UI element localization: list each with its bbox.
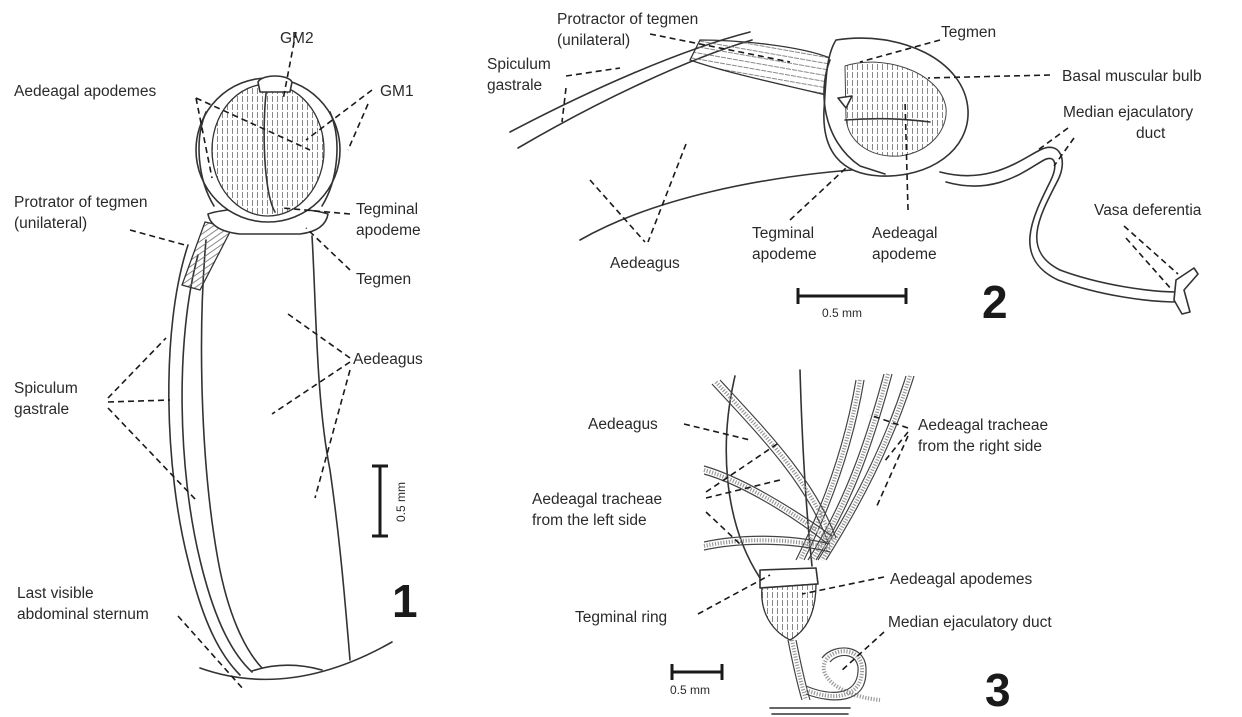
label-last-sternum-line1: Last visible bbox=[17, 585, 94, 602]
label2-protractor-line1: Protractor of tegmen bbox=[557, 11, 698, 28]
label2-tegminal-apodeme-line1: Tegminal bbox=[752, 225, 814, 242]
vasa-deferentia-tip bbox=[1174, 268, 1198, 314]
scale-bar-2: 0.5 mm bbox=[798, 288, 906, 320]
label2-spiculum-line2: gastrale bbox=[487, 77, 542, 94]
panel-3: Aedeagus Aedeagal tracheae from the righ… bbox=[532, 370, 1052, 716]
protractor-muscle-2 bbox=[690, 40, 830, 96]
spiculum-gastrale-outline bbox=[169, 245, 240, 675]
label-last-sternum-line2: abdominal sternum bbox=[17, 606, 149, 623]
tracheae-left bbox=[704, 380, 836, 552]
label-tegmen: Tegmen bbox=[356, 271, 411, 288]
panel-number-1: 1 bbox=[392, 575, 418, 627]
median-ejaculatory-duct bbox=[940, 147, 1178, 292]
label2-vasa: Vasa deferentia bbox=[1094, 202, 1202, 219]
spiculum-gastrale-inner bbox=[182, 255, 252, 672]
aedeagus-right-outline bbox=[312, 236, 350, 660]
protractor-muscle bbox=[182, 222, 232, 290]
scale-label-3: 0.5 mm bbox=[670, 683, 710, 697]
panel-number-3: 3 bbox=[985, 664, 1011, 716]
label2-aedeagal-apodeme-line1: Aedeagal bbox=[872, 225, 938, 242]
aedeagus-left-outline bbox=[202, 240, 262, 668]
label2-tegminal-apodeme-line2: apodeme bbox=[752, 246, 817, 263]
scale-bar-3: 0.5 mm bbox=[670, 664, 722, 697]
label-gm1: GM1 bbox=[380, 83, 414, 100]
label3-tracheae-left-line1: Aedeagal tracheae bbox=[532, 491, 662, 508]
tracheae-right bbox=[796, 374, 914, 560]
label2-basal-bulb: Basal muscular bulb bbox=[1062, 68, 1202, 85]
aedeagal-bulb-muscle bbox=[212, 84, 324, 216]
label3-tegminal-ring: Tegminal ring bbox=[575, 609, 667, 626]
label3-aedeagus: Aedeagus bbox=[588, 416, 658, 433]
label-tegminal-apodeme-line1: Tegminal bbox=[356, 201, 418, 218]
median-ejaculatory-duct-inner bbox=[946, 158, 1178, 302]
panel-3-drawing bbox=[704, 370, 914, 714]
scale-bar-1: 0.5 mm bbox=[372, 466, 408, 536]
label3-aedeagal-apodemes: Aedeagal apodemes bbox=[890, 571, 1032, 588]
label-protractor-line2: (unilateral) bbox=[14, 215, 87, 232]
label2-median-duct-line2: duct bbox=[1136, 125, 1166, 142]
label2-aedeagus: Aedeagus bbox=[610, 255, 680, 272]
label-tegminal-apodeme-line2: apodeme bbox=[356, 222, 421, 239]
label2-spiculum-line1: Spiculum bbox=[487, 56, 551, 73]
label2-tegmen: Tegmen bbox=[941, 24, 996, 41]
label-spiculum-line2: gastrale bbox=[14, 401, 69, 418]
aedeagal-bulb-3 bbox=[762, 584, 816, 640]
label3-tracheae-right-line2: from the right side bbox=[918, 438, 1042, 455]
aedeagus-left-3 bbox=[726, 376, 760, 578]
panel-2: Protractor of tegmen (unilateral) Spicul… bbox=[487, 11, 1202, 328]
panel-1-drawing bbox=[169, 76, 392, 679]
scale-label-1: 0.5 mm bbox=[394, 482, 408, 522]
label3-tracheae-left-line2: from the left side bbox=[532, 512, 647, 529]
label3-tracheae-right-line1: Aedeagal tracheae bbox=[918, 417, 1048, 434]
bulb-apex bbox=[258, 76, 292, 92]
label-aedeagal-apodemes: Aedeagal apodemes bbox=[14, 83, 156, 100]
label2-aedeagal-apodeme-line2: apodeme bbox=[872, 246, 937, 263]
panel-1: GM2 GM1 Aedeagal apodemes Protrator of t… bbox=[14, 30, 423, 690]
label3-median-duct: Median ejaculatory duct bbox=[888, 614, 1052, 631]
label-aedeagus: Aedeagus bbox=[353, 351, 423, 368]
label2-protractor-line2: (unilateral) bbox=[557, 32, 630, 49]
aedeagus-right-3 bbox=[800, 370, 812, 566]
label-protractor-line1: Protrator of tegmen bbox=[14, 194, 148, 211]
label2-median-duct-line1: Median ejaculatory bbox=[1063, 104, 1193, 121]
panel-number-2: 2 bbox=[982, 276, 1008, 328]
scale-label-2: 0.5 mm bbox=[822, 306, 862, 320]
label-gm2: GM2 bbox=[280, 30, 314, 47]
label-spiculum-line1: Spiculum bbox=[14, 380, 78, 397]
